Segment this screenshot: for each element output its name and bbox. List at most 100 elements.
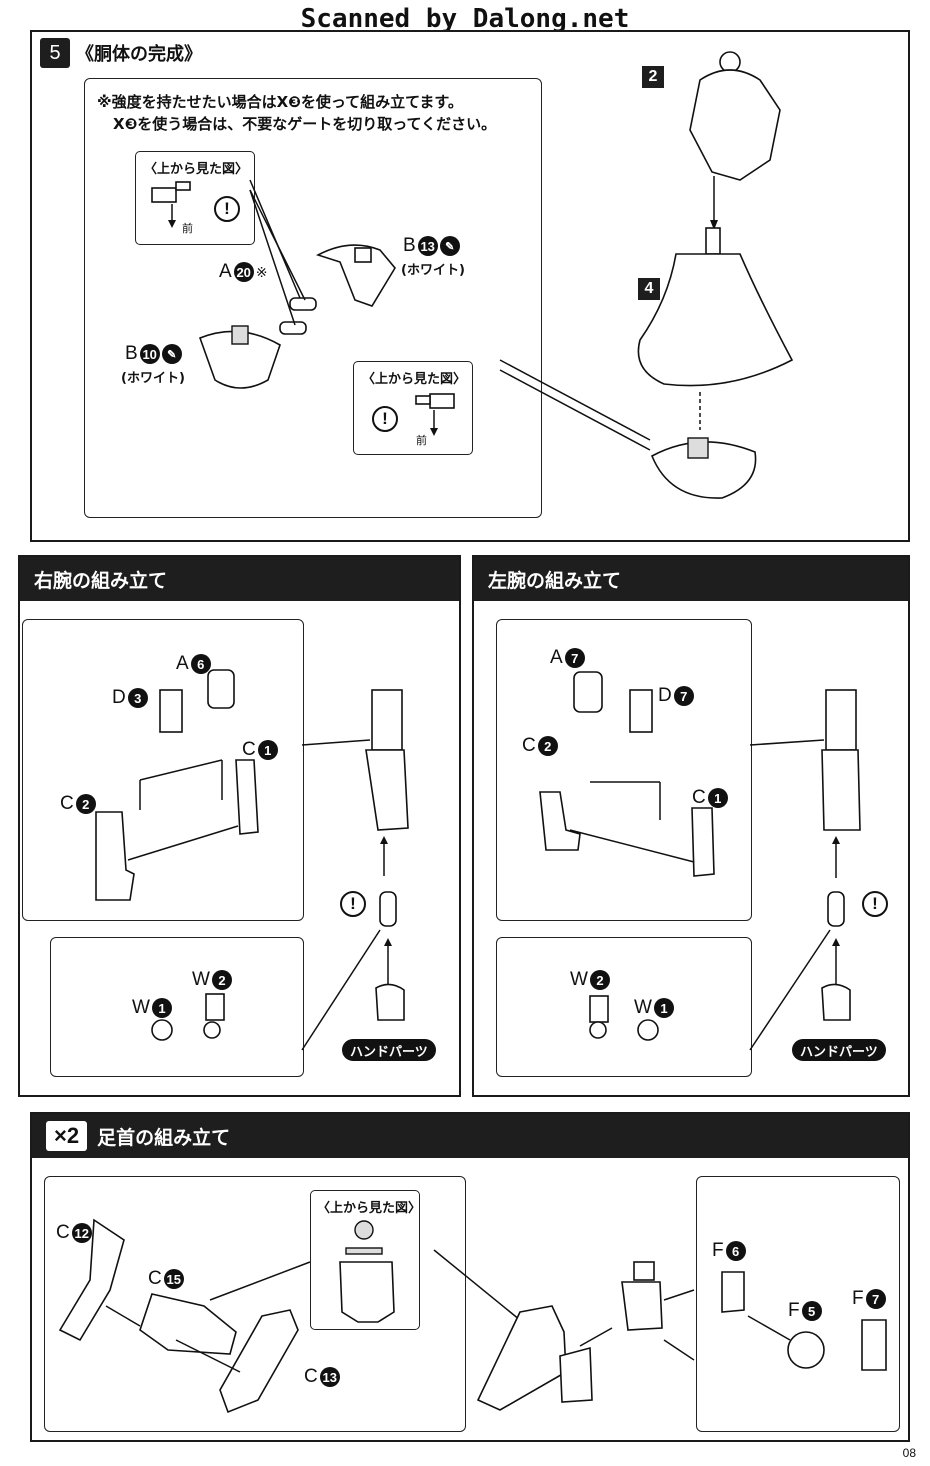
- right-arm-joint-panel: [50, 937, 304, 1077]
- part-letter: A: [219, 261, 232, 282]
- step-number: 5: [40, 38, 70, 68]
- part-letter: C: [522, 735, 536, 756]
- section-title: 左腕の組み立て: [488, 569, 622, 592]
- part-letter: B: [125, 343, 138, 364]
- part-label-b10: B 10 ✎: [125, 343, 182, 365]
- part-letter: A: [176, 653, 189, 674]
- part-color-b10: (ホワイト): [121, 371, 185, 386]
- top-view-title: 〈上から見た図〉: [362, 372, 467, 387]
- warning-icon: !: [372, 406, 398, 432]
- part-letter: C: [304, 1366, 318, 1387]
- part-number: 10: [139, 344, 160, 364]
- part-number: 1: [257, 740, 278, 760]
- part-letter: C: [60, 793, 74, 814]
- left-arm-header: 左腕の組み立て: [474, 557, 908, 601]
- hand-parts-badge: ハンドパーツ: [342, 1039, 436, 1061]
- part-mark: ※: [255, 263, 268, 280]
- part-letter: C: [56, 1222, 70, 1243]
- ankle-top-view-box: 〈上から見た図〉: [310, 1190, 422, 1330]
- part-number: 1: [707, 788, 728, 808]
- part-letter: F: [852, 1288, 864, 1309]
- hand-parts-badge: ハンドパーツ: [792, 1039, 886, 1061]
- front-label: 前: [416, 434, 427, 447]
- part-number: 1: [151, 998, 172, 1018]
- section5-header: 5 《胴体の完成》: [40, 38, 202, 68]
- page-number: 08: [902, 1446, 916, 1460]
- part-letter: A: [550, 647, 563, 668]
- part-letter: W: [192, 969, 210, 990]
- part-number: 20: [233, 262, 254, 282]
- part-number: 3: [127, 688, 148, 708]
- note-line-2: X❸を使う場合は、不要なゲートを切り取ってください。: [113, 115, 497, 133]
- top-view-title: 〈上から見た図〉: [144, 162, 249, 177]
- top-view-box-2: 〈上から見た図〉 ! 前: [353, 361, 473, 455]
- section-title: 《胴体の完成》: [76, 44, 202, 65]
- left-arm-joint-panel: [496, 937, 752, 1077]
- part-number: 1: [653, 998, 674, 1018]
- part-number: 13: [417, 236, 438, 256]
- right-arm-header: 右腕の組み立て: [20, 557, 459, 601]
- ref-step-4: 4: [638, 278, 660, 300]
- part-number: 7: [564, 648, 585, 668]
- section-title: 右腕の組み立て: [34, 569, 168, 592]
- sticker-icon: ✎: [439, 236, 460, 256]
- part-number: 12: [71, 1223, 92, 1243]
- part-number: 7: [865, 1289, 886, 1309]
- part-letter: W: [634, 997, 652, 1018]
- part-letter: D: [112, 687, 126, 708]
- part-number: 7: [673, 686, 694, 706]
- top-view-box-1: 〈上から見た図〉 前 !: [135, 151, 255, 245]
- part-letter: C: [242, 739, 256, 760]
- part-number: 13: [319, 1367, 340, 1387]
- sticker-icon: ✎: [161, 344, 182, 364]
- part-letter: F: [788, 1300, 800, 1321]
- part-number: 2: [537, 736, 558, 756]
- warning-icon: !: [862, 891, 888, 917]
- warning-icon: !: [340, 891, 366, 917]
- torso-detail-panel: ※強度を持たせたい場合はX❸を使って組み立てます。 X❸を使う場合は、不要なゲー…: [84, 78, 542, 518]
- part-number: 2: [211, 970, 232, 990]
- part-number: 15: [163, 1269, 184, 1289]
- right-arm-upper-panel: [22, 619, 304, 921]
- part-letter: B: [403, 235, 416, 256]
- watermark-text: Scanned by Dalong.net: [300, 4, 630, 34]
- multiplier-badge: ×2: [46, 1121, 88, 1151]
- part-number: 2: [75, 794, 96, 814]
- part-number: 5: [801, 1301, 822, 1321]
- part-letter: F: [712, 1240, 724, 1261]
- part-number: 2: [589, 970, 610, 990]
- ankle-header: ×2 足首の組み立て: [32, 1114, 908, 1158]
- part-label-a20: A 20 ※: [219, 261, 267, 283]
- part-number: 6: [190, 654, 211, 674]
- note-line-1: ※強度を持たせたい場合はX❸を使って組み立てます。: [97, 93, 463, 111]
- part-letter: W: [570, 969, 588, 990]
- ref-step-2: 2: [642, 66, 664, 88]
- part-letter: D: [658, 685, 672, 706]
- warning-icon: !: [214, 196, 240, 222]
- part-letter: C: [148, 1268, 162, 1289]
- top-view-title: 〈上から見た図〉: [317, 1201, 422, 1216]
- part-letter: W: [132, 997, 150, 1018]
- front-label: 前: [182, 222, 193, 235]
- section-torso-completion: 5 《胴体の完成》 ※強度を持たせたい場合はX❸を使って組み立てます。 X❸を使…: [30, 30, 910, 542]
- left-arm-upper-panel: [496, 619, 752, 921]
